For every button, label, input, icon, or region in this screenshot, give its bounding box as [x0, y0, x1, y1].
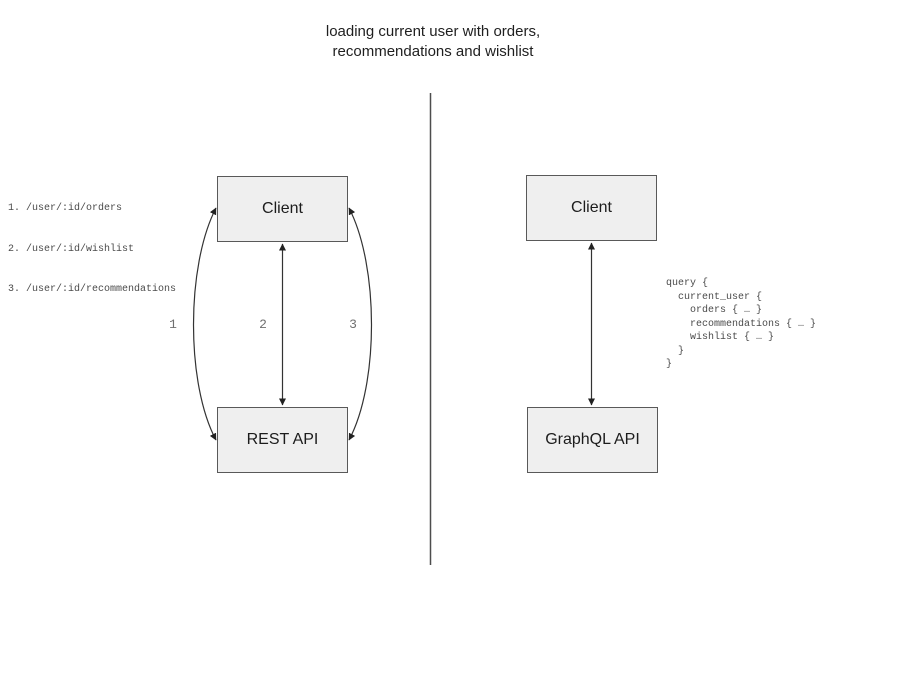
rest-endpoint-wishlist: 2. /user/:id/wishlist: [8, 243, 135, 255]
rest-endpoint-recommendations: 3. /user/:id/recommendations: [8, 284, 177, 295]
edge-orders-arrow: [192, 207, 217, 441]
node-client-rest: Client: [217, 176, 348, 242]
rest-endpoint-orders: 1. /user/:id/orders: [8, 203, 123, 214]
edge-label-2: 2: [259, 317, 267, 332]
node-client-graphql-label: Client: [571, 199, 612, 216]
node-graphql-api-label: GraphQL API: [545, 431, 640, 448]
node-client-graphql: Client: [526, 175, 657, 241]
edge-label-1: 1: [169, 317, 177, 332]
edge-label-3: 3: [349, 317, 357, 332]
diagram-title: loading current user with orders, recomm…: [325, 23, 541, 60]
node-client-rest-label: Client: [262, 200, 303, 217]
node-rest-api-label: REST API: [246, 431, 319, 448]
edge-recommendations-arrow: [348, 207, 373, 441]
node-graphql-api: GraphQL API: [527, 407, 658, 473]
graphql-query-snippet: query { current_user { orders { … } reco…: [666, 278, 817, 370]
rest-endpoint-list: 1. /user/:id/orders 2. /user/:id/wishlis…: [8, 175, 176, 324]
node-rest-api: REST API: [217, 407, 348, 473]
